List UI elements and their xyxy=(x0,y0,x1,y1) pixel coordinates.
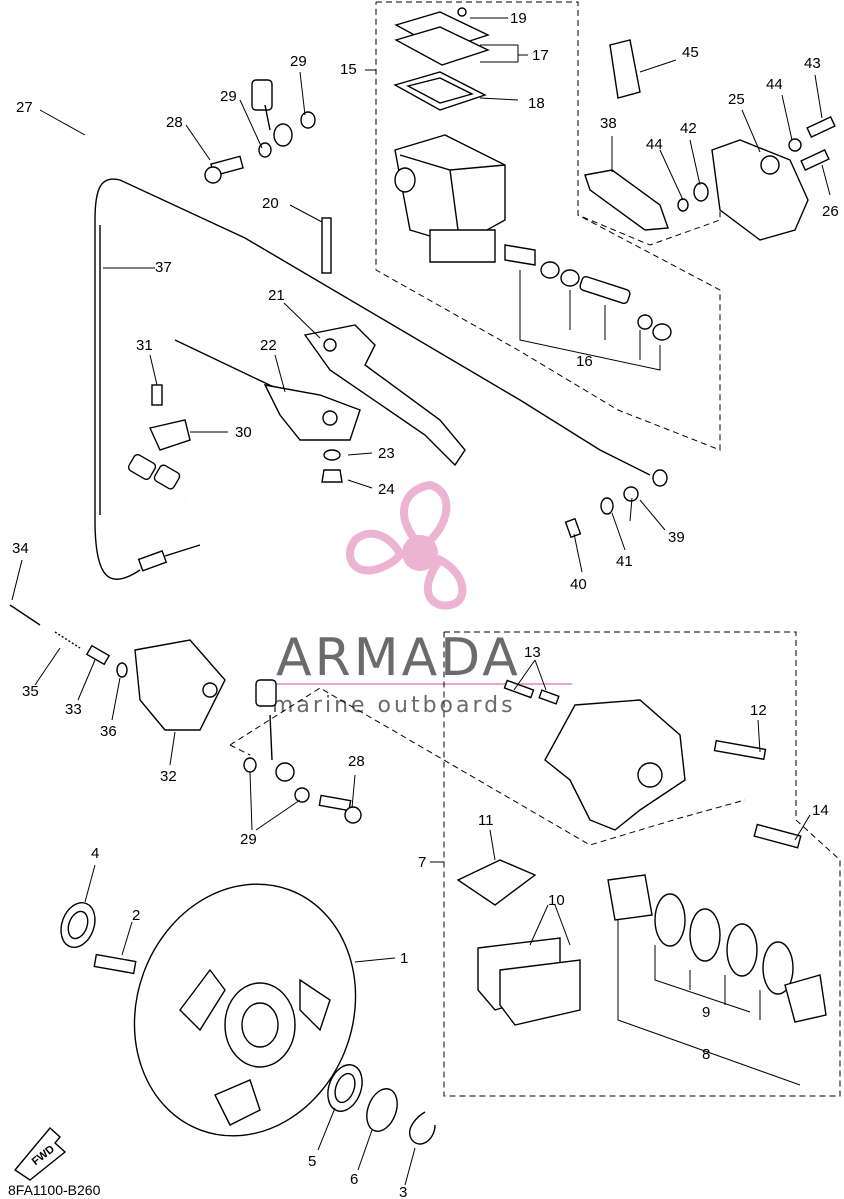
throttle-lever-22 xyxy=(263,384,361,441)
cable-37 xyxy=(94,178,651,580)
upper-fittings-28-29 xyxy=(204,111,316,184)
callout-42: 42 xyxy=(680,120,697,137)
small-parts-39-41 xyxy=(564,469,668,539)
callout-7: 7 xyxy=(418,854,426,871)
callout-45: 45 xyxy=(682,44,699,61)
caliper-32 xyxy=(134,639,226,731)
callout-26: 26 xyxy=(822,203,839,220)
rings-5-6-3 xyxy=(327,1064,436,1145)
piston-seals-8-9 xyxy=(607,874,827,1086)
callout-33: 33 xyxy=(65,701,82,718)
bolt-14 xyxy=(753,823,802,849)
callout-12: 12 xyxy=(750,702,767,719)
tag-45 xyxy=(609,39,641,99)
callout-38: 38 xyxy=(600,115,617,132)
callout-15: 15 xyxy=(340,61,357,78)
washers-29-lower xyxy=(243,757,362,824)
master-cylinder-group-box xyxy=(375,1,721,451)
brake-disc-1 xyxy=(133,883,357,1137)
callout-43: 43 xyxy=(804,55,821,72)
callout-29-upper-b: 29 xyxy=(290,53,307,70)
master-cylinder-15 xyxy=(394,134,506,263)
callout-6: 6 xyxy=(350,1171,358,1188)
callout-27: 27 xyxy=(16,99,33,116)
callout-36: 36 xyxy=(100,723,117,740)
brake-hose-27 xyxy=(51,26,295,782)
bracket-25 xyxy=(677,116,836,241)
callout-44-left: 44 xyxy=(646,136,663,153)
callout-39: 39 xyxy=(668,529,685,546)
watermark-brand: ARMADA xyxy=(276,628,521,688)
callout-11: 11 xyxy=(478,812,494,829)
piston-kit-16 xyxy=(504,244,672,371)
callout-22: 22 xyxy=(260,337,277,354)
callout-31: 31 xyxy=(136,337,153,354)
armada-logo xyxy=(346,480,467,610)
callout-1: 1 xyxy=(400,950,408,967)
diaphragm-18 xyxy=(393,71,487,111)
callout-20: 20 xyxy=(262,195,279,212)
bolt-20 xyxy=(321,217,332,274)
callout-28-upper: 28 xyxy=(166,114,183,131)
callout-40: 40 xyxy=(570,576,587,593)
callout-34: 34 xyxy=(12,540,29,557)
lever-38 xyxy=(584,169,669,231)
screw-19 xyxy=(457,7,467,17)
ring-4 xyxy=(60,902,96,948)
fwd-arrow: FWD xyxy=(13,1126,67,1181)
bolt-12 xyxy=(713,739,767,761)
key-2 xyxy=(93,953,137,975)
callout-24: 24 xyxy=(378,481,395,498)
throttle-cable-22 xyxy=(174,339,281,391)
bolt-34-spring-35 xyxy=(9,604,128,678)
reservoir-cap-17 xyxy=(394,11,490,66)
rear-caliper-group-box xyxy=(443,631,841,1097)
callout-2: 2 xyxy=(132,907,140,924)
callout-32: 32 xyxy=(160,768,177,785)
lever-bracket-group-box xyxy=(577,130,721,246)
callout-30: 30 xyxy=(235,424,252,441)
callout-21: 21 xyxy=(268,287,285,304)
callout-18: 18 xyxy=(528,95,545,112)
callout-13: 13 xyxy=(524,644,541,661)
callout-5: 5 xyxy=(308,1153,316,1170)
callout-25: 25 xyxy=(728,91,745,108)
callout-17: 17 xyxy=(532,47,549,64)
callout-19: 19 xyxy=(510,10,527,27)
callout-9: 9 xyxy=(702,1004,710,1021)
brake-pads-10 xyxy=(477,937,581,1026)
callout-14: 14 xyxy=(812,802,829,819)
callout-44-right: 44 xyxy=(766,76,783,93)
callout-35: 35 xyxy=(22,683,39,700)
caliper-7 xyxy=(503,679,686,831)
pad-spring-11 xyxy=(456,859,537,906)
brake-lever-21 xyxy=(303,324,466,467)
callout-4: 4 xyxy=(91,845,99,862)
leader-lines xyxy=(11,17,831,1186)
callout-29-lower: 29 xyxy=(240,831,257,848)
caliper-bracket-group-box xyxy=(229,687,746,846)
callout-16: 16 xyxy=(576,353,593,370)
callout-23: 23 xyxy=(378,445,395,462)
callouts: 27 28 29 29 15 19 17 18 20 37 21 22 31 3… xyxy=(12,10,839,1199)
diagram-code: 8FA1100-B260 xyxy=(8,1182,101,1198)
callout-10: 10 xyxy=(548,892,565,909)
small-parts-23-24 xyxy=(321,449,343,483)
callout-29-upper-a: 29 xyxy=(220,88,237,105)
watermark-tagline: marine outboards xyxy=(272,693,516,718)
callout-41: 41 xyxy=(616,553,633,570)
callout-8: 8 xyxy=(702,1046,710,1063)
callout-28-lower: 28 xyxy=(348,753,365,770)
clamp-30-31 xyxy=(149,384,191,451)
callout-3: 3 xyxy=(399,1184,407,1199)
callout-37: 37 xyxy=(155,259,172,276)
